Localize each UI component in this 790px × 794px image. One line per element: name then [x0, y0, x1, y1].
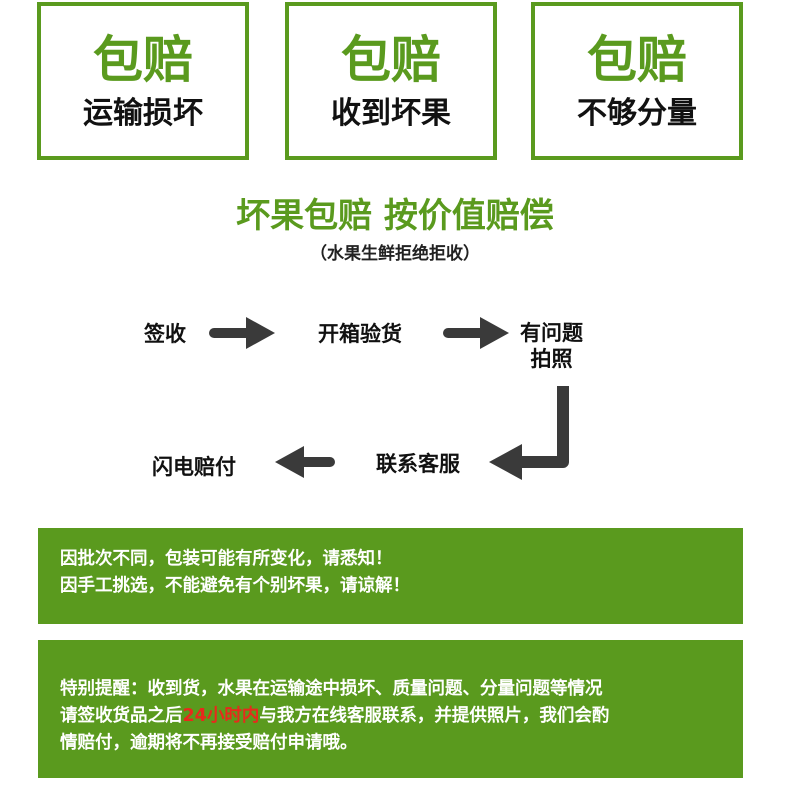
arrowhead-right-icon — [246, 317, 275, 349]
subheadline: （水果生鲜拒绝拒收） — [310, 244, 480, 264]
notice-line: 请签收货品之后24小时内与我方在线客服联系，并提供照片，我们会酌 — [60, 703, 721, 730]
badge-title: 包赔 — [341, 31, 441, 89]
notice-line: 因批次不同，包装可能有所变化，请悉知！ — [60, 549, 393, 569]
badge-title: 包赔 — [93, 31, 193, 89]
notice-line: 特别提醒：收到货，水果在运输途中损坏、质量问题、分量问题等情况 — [60, 679, 603, 699]
badge-short-weight: 包赔 不够分量 — [531, 2, 743, 160]
notice-text: 与我方在线客服联系，并提供照片，我们会酌 — [259, 706, 610, 726]
step-unbox: 开箱验货 — [318, 322, 402, 346]
deadline-highlight: 24小时内 — [182, 706, 260, 726]
step-photo-line2: 拍照 — [530, 347, 573, 371]
headline: 坏果包赔 按价值赔偿 — [236, 196, 554, 236]
badge-title: 包赔 — [587, 31, 687, 89]
arrowhead-right-icon — [480, 317, 509, 349]
notice-panel-special-reminder: 特别提醒：收到货，水果在运输途中损坏、质量问题、分量问题等情况 请签收货品之后2… — [38, 640, 743, 778]
arrow-elbow-icon — [518, 386, 569, 468]
badge-subtitle: 不够分量 — [577, 96, 697, 131]
notice-panel-variations: 因批次不同，包装可能有所变化，请悉知！ 因手工挑选，不能避免有个别坏果，请谅解！ — [38, 528, 743, 624]
step-contact-service: 联系客服 — [376, 452, 460, 476]
badge-subtitle: 运输损坏 — [83, 96, 203, 131]
arrowhead-left-icon — [489, 444, 522, 480]
badge-subtitle: 收到坏果 — [331, 96, 451, 131]
notice-line: 情赔付，逾期将不再接受赔付申请哦。 — [60, 733, 358, 753]
badge-bad-fruit: 包赔 收到坏果 — [285, 2, 497, 160]
step-sign: 签收 — [144, 322, 186, 346]
notice-line: 因手工挑选，不能避免有个别坏果，请谅解！ — [60, 576, 410, 596]
step-photo: 有问题 拍照 — [520, 320, 583, 372]
notice-text: 请签收货品之后 — [60, 706, 183, 726]
step-photo-line1: 有问题 — [520, 321, 583, 345]
badge-transport-damage: 包赔 运输损坏 — [37, 2, 249, 160]
arrowhead-left-icon — [275, 446, 304, 478]
step-fast-compensation: 闪电赔付 — [152, 455, 236, 479]
